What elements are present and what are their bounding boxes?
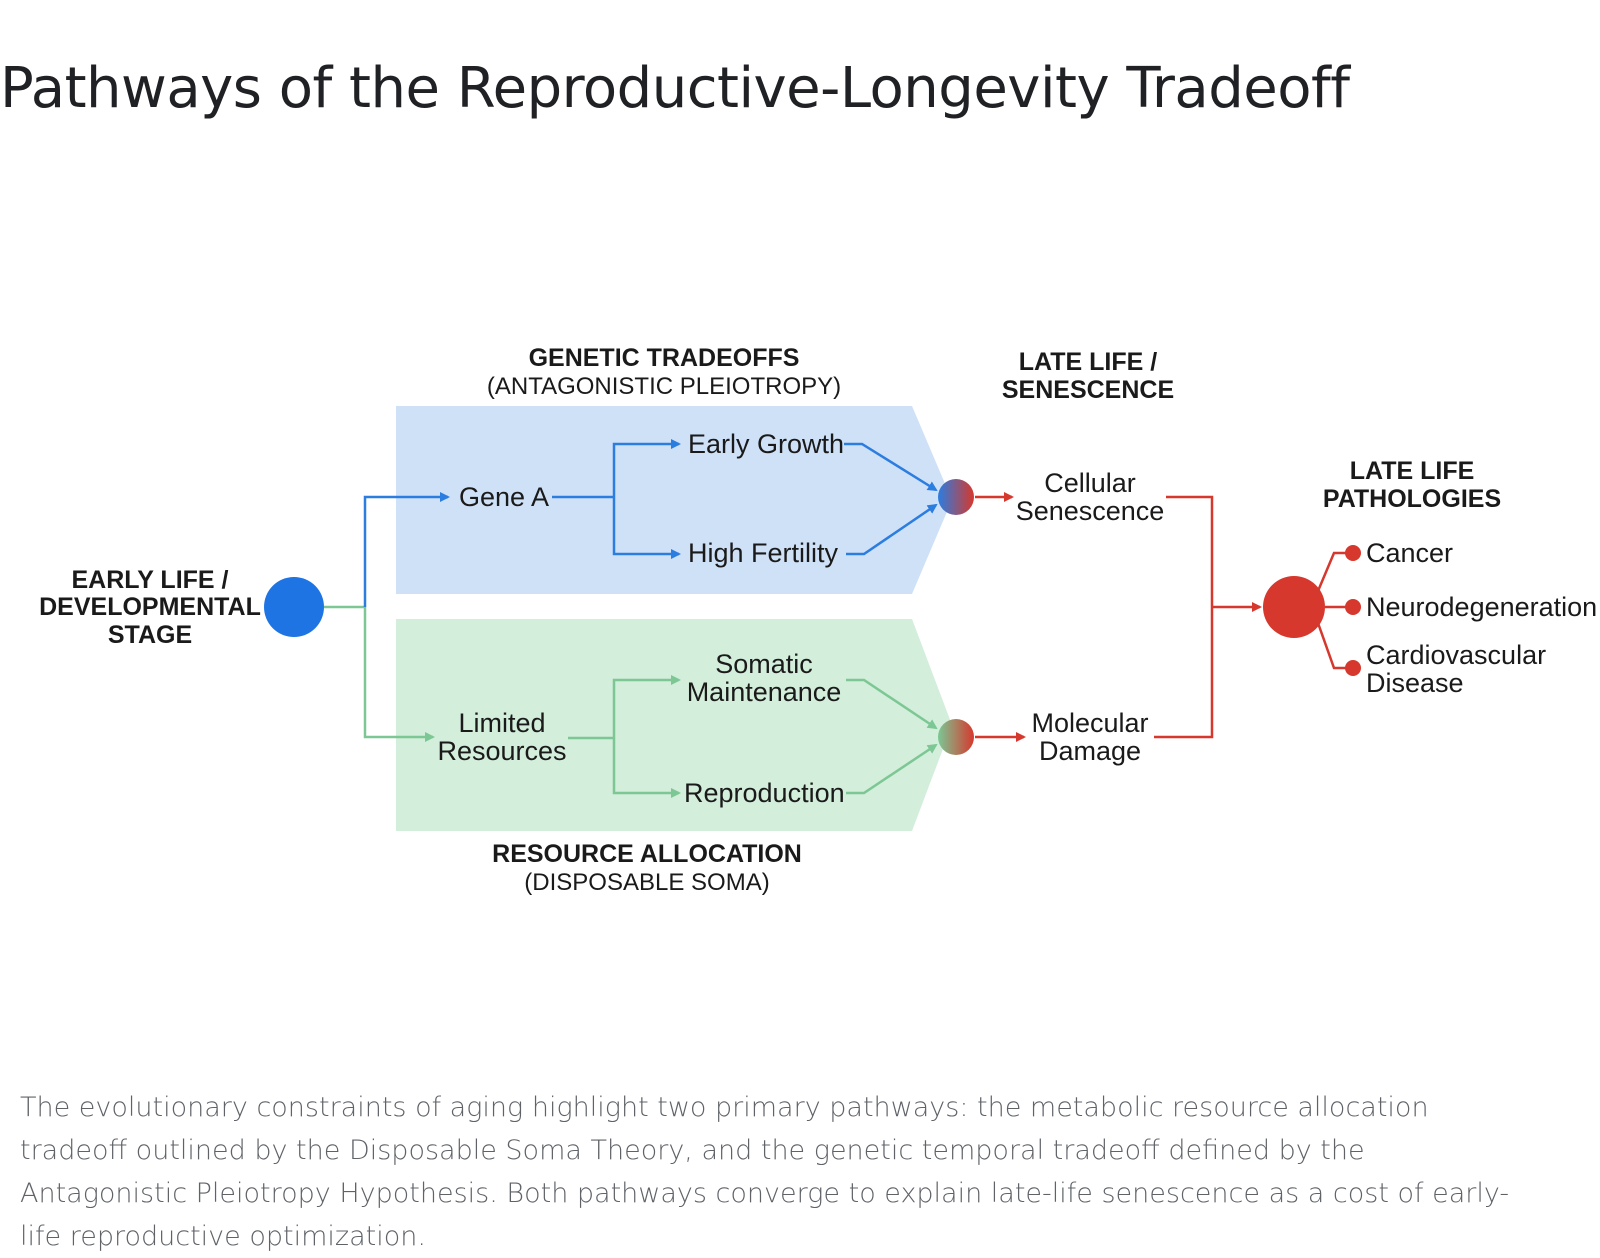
early-life-node [264, 577, 324, 637]
pathologies-heading-line-2: PATHOLOGIES [1323, 485, 1501, 513]
cardiovascular-disease-dot [1345, 660, 1361, 676]
connector-to-early-growth [612, 439, 681, 497]
cancer-dot [1345, 545, 1361, 561]
cardiovascular-disease-label-line-1: Cardiovascular [1366, 640, 1546, 670]
early-stage-label-line-1: EARLY LIFE / [72, 566, 229, 594]
neurodegeneration-label: Neurodegeneration [1366, 592, 1597, 622]
limited-resources-label-line-1: Limited [458, 708, 545, 738]
neurodegeneration-dot [1345, 599, 1361, 615]
resource-allocation-panel [396, 619, 952, 831]
branch-to-cardiovascular-disease [1316, 622, 1350, 670]
cellular-senescence-label-line-1: Cellular [1044, 468, 1136, 498]
somatic-maintenance-to-convergence [846, 678, 938, 730]
connector-to-reproduction [612, 738, 681, 798]
genetic-tradeoffs-heading: GENETIC TRADEOFFS [529, 344, 800, 372]
high-fertility-label: High Fertility [688, 538, 839, 568]
pathologies-heading-line-1: LATE LIFE [1350, 457, 1475, 485]
somatic-maintenance-label-line-2: Maintenance [687, 677, 842, 707]
reproduction-to-convergence [846, 743, 938, 795]
cellular-senescence-to-pathologies [1166, 495, 1214, 607]
tradeoff-diagram: GENETIC TRADEOFFS (ANTAGONISTIC PLEIOTRO… [39, 344, 1597, 896]
genetic-tradeoffs-subheading: (ANTAGONISTIC PLEIOTROPY) [487, 373, 841, 400]
connector-to-high-fertility [612, 497, 681, 559]
page-title: Pathways of the Reproductive-Longevity T… [0, 56, 1350, 121]
molecular-damage-to-pathologies [1154, 607, 1214, 739]
connector-to-somatic-maintenance [612, 675, 681, 738]
figure-caption: The evolutionary constraints of aging hi… [20, 1092, 1510, 1252]
limited-resources-label-line-2: Resources [437, 736, 566, 766]
cellular-senescence-label-line-2: Senescence [1016, 496, 1165, 526]
early-stage-label-line-2: DEVELOPMENTAL [39, 593, 261, 621]
resource-convergence-node [938, 719, 974, 755]
senescence-heading-line-1: LATE LIFE / [1019, 348, 1157, 376]
senescence-heading-line-2: SENESCENCE [1002, 376, 1174, 404]
branch-to-cancer [1316, 551, 1350, 592]
connector-to-limited-resources [363, 607, 435, 742]
genetic-convergence-node [938, 479, 974, 515]
molecular-damage-label-line-2: Damage [1039, 736, 1141, 766]
early-stage-label-line-3: STAGE [108, 621, 192, 649]
pathologies-node [1263, 576, 1325, 638]
connector-to-gene-a [363, 492, 450, 607]
cardiovascular-disease-label-line-2: Disease [1366, 668, 1464, 698]
molecular-damage-label-line-1: Molecular [1031, 708, 1148, 738]
resource-allocation-subheading: (DISPOSABLE SOMA) [524, 869, 769, 896]
genetic-tradeoffs-panel [396, 406, 952, 594]
somatic-maintenance-label-line-1: Somatic [715, 649, 813, 679]
resource-allocation-heading: RESOURCE ALLOCATION [492, 840, 802, 868]
early-growth-to-convergence [844, 442, 938, 492]
reproduction-label: Reproduction [684, 778, 845, 808]
high-fertility-to-convergence [846, 503, 938, 556]
early-growth-label: Early Growth [688, 429, 844, 459]
cancer-label: Cancer [1366, 538, 1453, 568]
gene-a-label: Gene A [459, 482, 549, 512]
